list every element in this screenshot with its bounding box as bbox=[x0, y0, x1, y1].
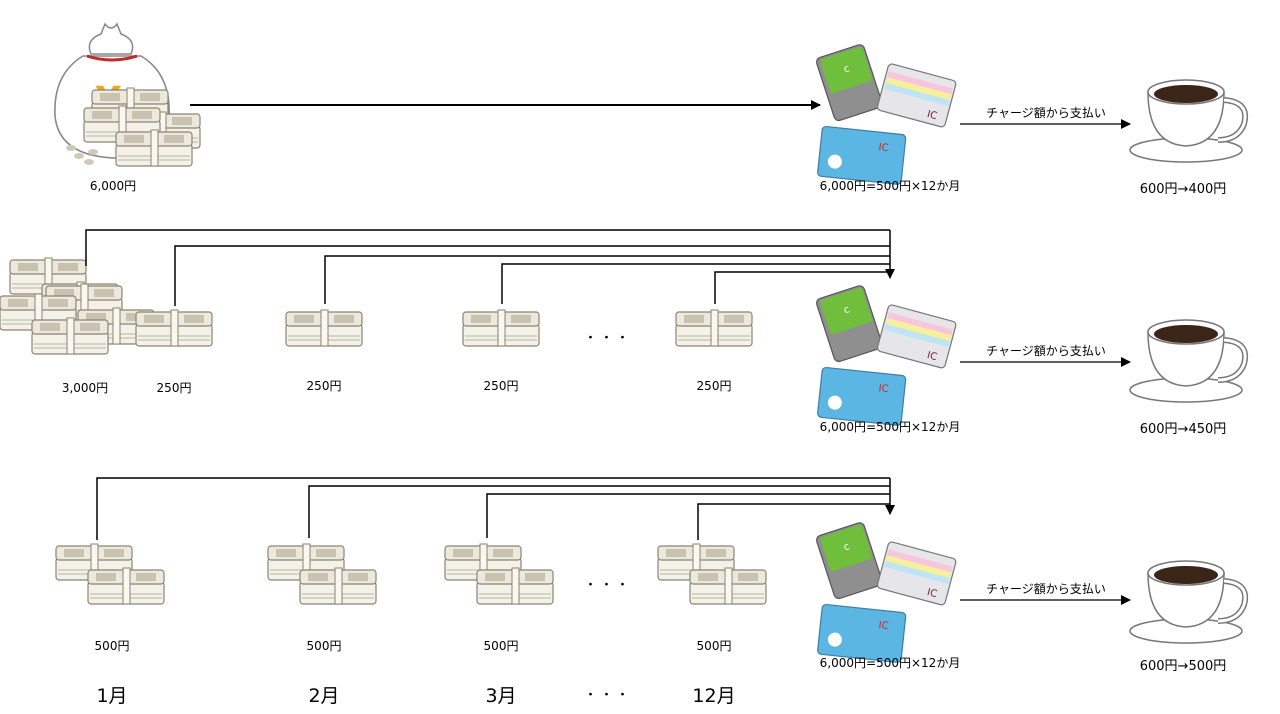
bill-bundle-icon bbox=[135, 309, 213, 347]
bill-stack-icon bbox=[445, 544, 553, 604]
price-change-label: 600円→500円 bbox=[1139, 659, 1227, 674]
bill-stack-icon bbox=[56, 544, 164, 604]
month-label: 12月 bbox=[692, 685, 736, 707]
coffee-cup-icon bbox=[1130, 561, 1245, 643]
month-label: 1月 bbox=[96, 685, 128, 707]
bill-amount-label: 3,000円 bbox=[61, 381, 109, 395]
bill-amount-label: 250円 bbox=[696, 379, 732, 393]
bill-amount-label: 250円 bbox=[156, 381, 192, 395]
ic-cards-icon bbox=[814, 520, 958, 664]
bill-bundle-icon bbox=[462, 309, 540, 347]
bill-stack-icon bbox=[658, 544, 766, 604]
row3-connectors bbox=[96, 477, 895, 540]
bill-bundle-icon bbox=[675, 309, 753, 347]
ic-cards-icon bbox=[814, 283, 958, 427]
ellipsis: ・・・ bbox=[583, 688, 633, 703]
row2-connectors bbox=[85, 229, 895, 306]
card-charge-label: 6,000円=500円×12か月 bbox=[819, 179, 961, 193]
bill-amount-label: 500円 bbox=[696, 639, 732, 653]
payment-note: チャージ額から支払い bbox=[986, 582, 1106, 596]
bill-amount-label: 250円 bbox=[306, 379, 342, 393]
payment-note: チャージ額から支払い bbox=[986, 344, 1106, 358]
card-charge-label: 6,000円=500円×12か月 bbox=[819, 420, 961, 434]
coffee-cup-icon bbox=[1130, 80, 1245, 162]
month-label: 3月 bbox=[485, 685, 517, 707]
ellipsis: ・・・ bbox=[583, 331, 633, 346]
payment-note: チャージ額から支払い bbox=[986, 106, 1106, 120]
coffee-cup-icon bbox=[1130, 320, 1245, 402]
bill-amount-label: 500円 bbox=[306, 639, 342, 653]
card-charge-label: 6,000円=500円×12か月 bbox=[819, 656, 961, 670]
source-amount-label: 6,000円 bbox=[89, 179, 137, 193]
price-change-label: 600円→450円 bbox=[1139, 422, 1227, 437]
ic-cards-icon bbox=[814, 42, 958, 186]
bill-amount-label: 250円 bbox=[483, 379, 519, 393]
bill-bundle-icon bbox=[285, 309, 363, 347]
bill-amount-label: 500円 bbox=[483, 639, 519, 653]
bill-amount-label: 500円 bbox=[94, 639, 130, 653]
price-change-label: 600円→400円 bbox=[1139, 182, 1227, 197]
bill-stack-icon bbox=[268, 544, 376, 604]
ellipsis: ・・・ bbox=[583, 578, 633, 593]
month-label: 2月 bbox=[308, 685, 340, 707]
